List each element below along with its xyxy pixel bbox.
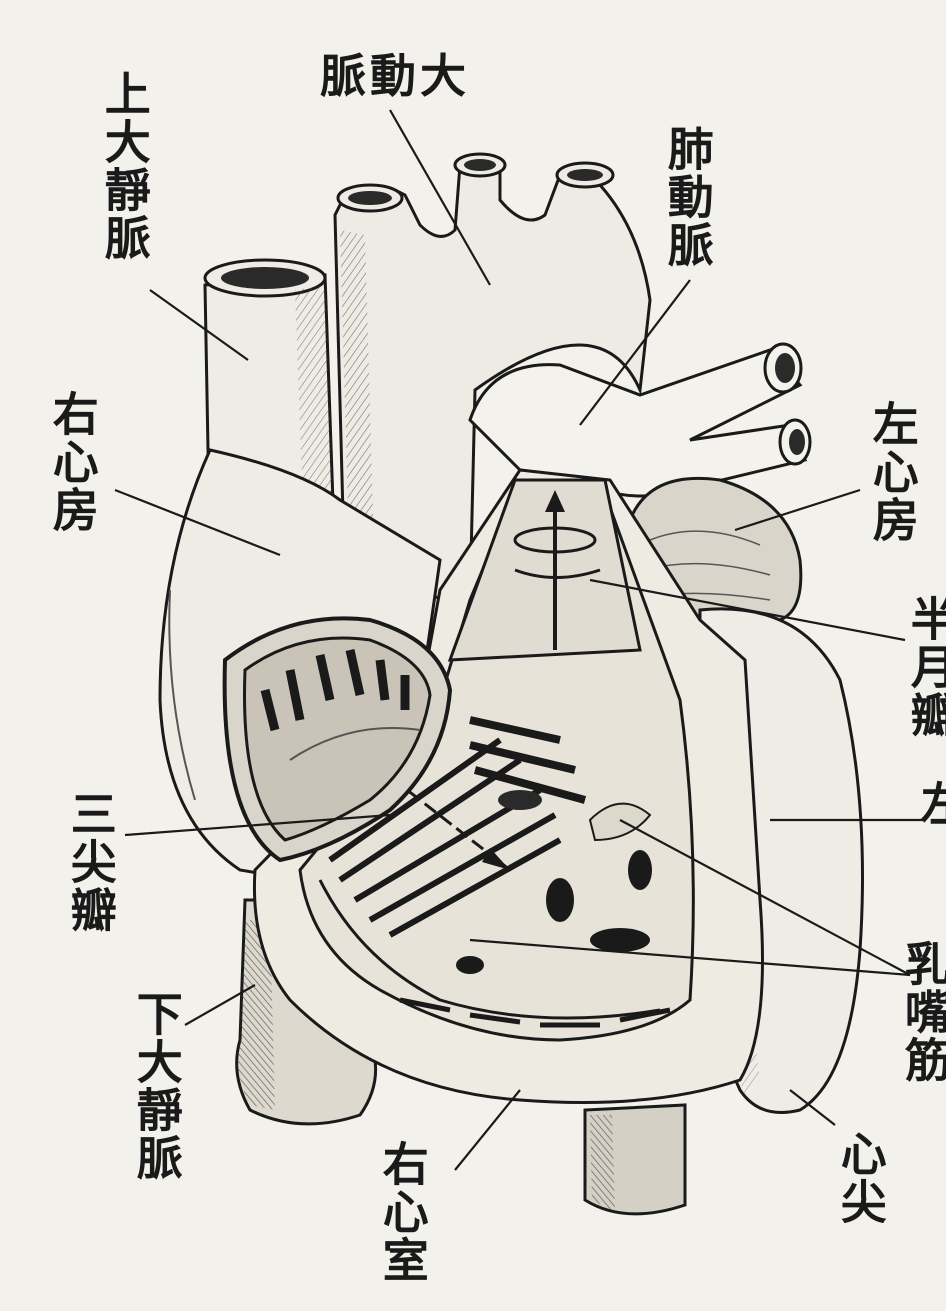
label-right-atrium: 右心房 bbox=[48, 390, 97, 534]
label-tricuspid-valve: 三尖瓣 bbox=[66, 790, 115, 934]
label-pulmonary-artery: 肺動脈 bbox=[663, 125, 712, 269]
label-left-ventricle-partial: 左 bbox=[916, 780, 946, 828]
descending-aorta-shape bbox=[585, 1105, 685, 1214]
label-papillary-muscle: 乳嘴筋 bbox=[900, 940, 946, 1084]
label-superior-vena-cava: 上大靜脈 bbox=[100, 70, 149, 262]
label-apex: 心尖 bbox=[836, 1130, 885, 1226]
label-aorta: 脈動大 bbox=[320, 52, 470, 101]
label-semilunar-valve: 半月瓣 bbox=[906, 595, 946, 739]
label-right-ventricle: 右心室 bbox=[378, 1140, 427, 1284]
label-inferior-vena-cava: 下大靜脈 bbox=[132, 990, 181, 1182]
label-left-atrium: 左心房 bbox=[868, 400, 917, 544]
leader-right-ventricle bbox=[455, 1090, 520, 1170]
